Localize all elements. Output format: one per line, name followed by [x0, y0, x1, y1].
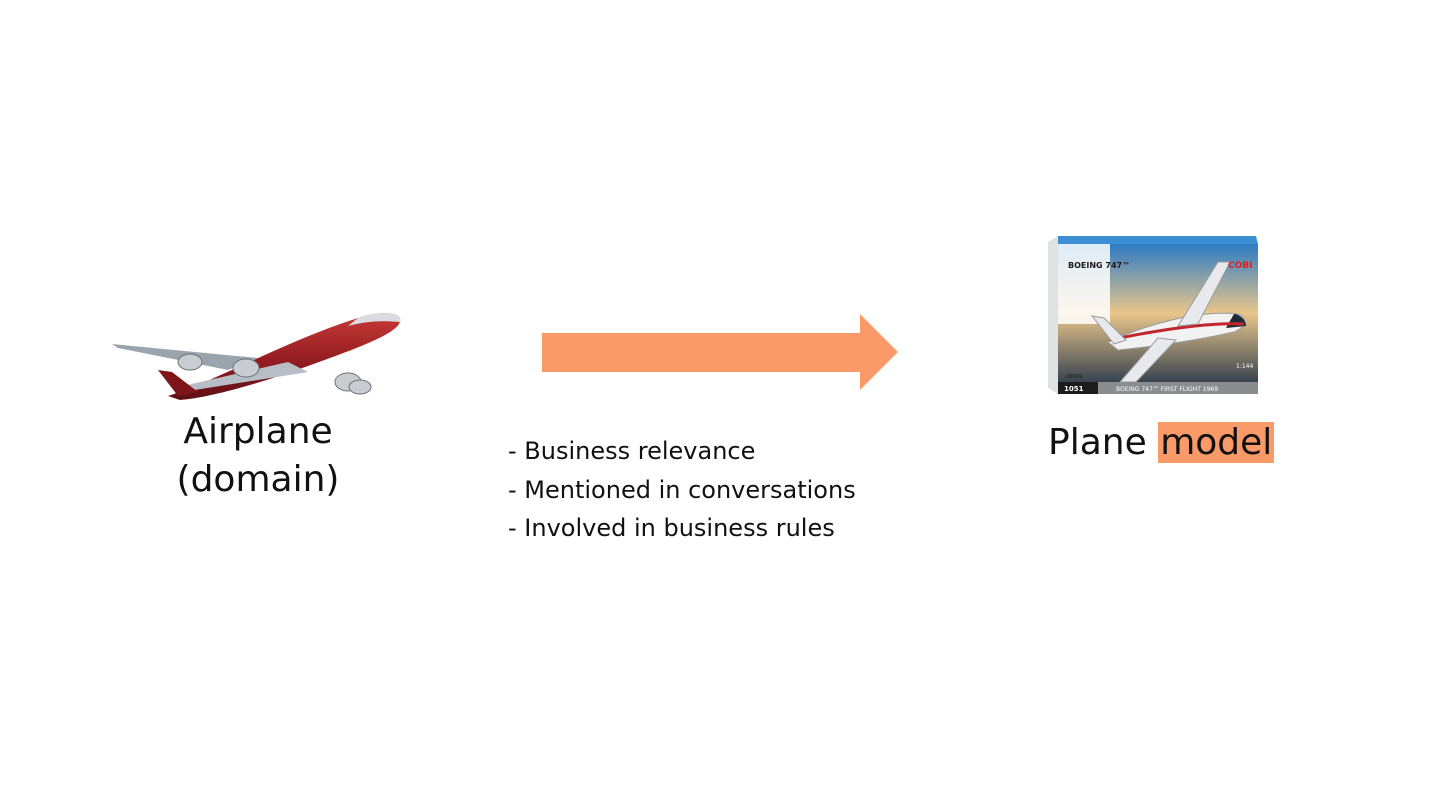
right-arrow-icon: [542, 314, 898, 390]
box-banner: BOEING 747™ FIRST FLIGHT 1969: [1116, 386, 1218, 393]
box-title: BOEING 747™: [1068, 261, 1130, 270]
airplane-domain-caption: Airplane (domain): [140, 408, 376, 504]
box-brand: COBI: [1228, 261, 1252, 271]
caption-domain: (domain): [176, 459, 340, 500]
airplane-image: [112, 313, 401, 400]
criteria-item: - Involved in business rules: [508, 514, 835, 542]
box-scale: 1:144: [1236, 363, 1253, 370]
caption-model-highlight: model: [1158, 422, 1275, 463]
criteria-item: - Mentioned in conversations: [508, 475, 856, 504]
caption-plane: Plane: [1048, 422, 1147, 463]
box-article: 26609: [1066, 374, 1082, 380]
criteria-list: - Business relevance - Mentioned in conv…: [508, 432, 856, 548]
plane-model-caption: Plane model: [1048, 420, 1275, 466]
box-pieces: 1051: [1064, 385, 1084, 393]
criteria-item: - Business relevance: [508, 437, 756, 465]
model-kit-box-image: BOEING 747™ COBI 1:144 26609 1051 BOEING…: [1048, 236, 1258, 394]
caption-airplane: Airplane: [183, 411, 333, 452]
